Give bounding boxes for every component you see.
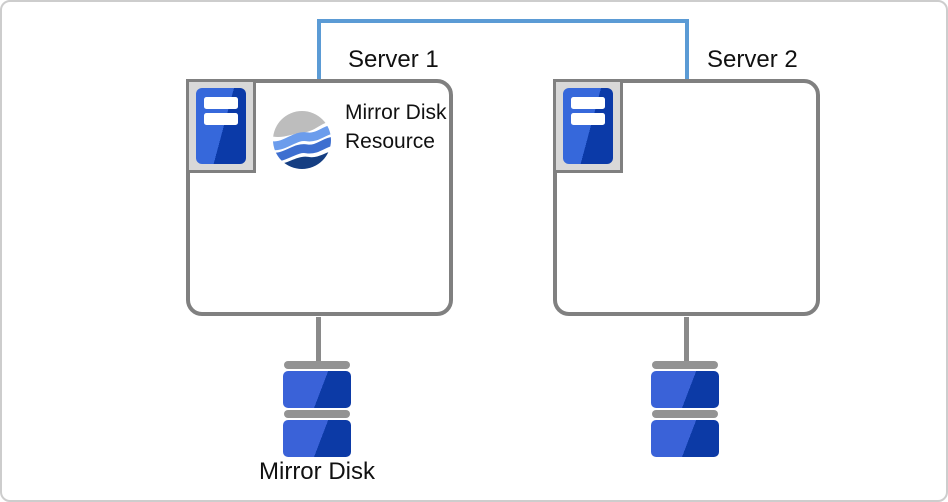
interconnect-line-horizontal bbox=[317, 19, 689, 23]
wave-sphere-icon bbox=[273, 111, 331, 169]
disk-platter bbox=[283, 371, 351, 408]
server-slot bbox=[204, 97, 238, 109]
server1-label: Server 1 bbox=[348, 46, 439, 73]
interconnect-line-server2 bbox=[685, 19, 689, 80]
mirror-disk-label: Mirror Disk bbox=[259, 458, 375, 485]
server-slot bbox=[204, 113, 238, 125]
disk-stack-icon-divider bbox=[652, 410, 718, 418]
server1-icon-frame bbox=[186, 79, 256, 173]
disk-stack-icon-divider bbox=[284, 410, 350, 418]
disk-platter bbox=[283, 420, 351, 457]
server-slot bbox=[571, 113, 605, 125]
disk-platter bbox=[651, 371, 719, 408]
server-slot bbox=[571, 97, 605, 109]
mirror-disk-resource-label: Mirror Disk Resource bbox=[345, 101, 447, 153]
disk-stack-icon-cap bbox=[652, 361, 718, 369]
interconnect-line-server1 bbox=[317, 19, 321, 80]
server-tower-icon bbox=[196, 88, 246, 164]
server2-icon-frame bbox=[553, 79, 623, 173]
disk-platter bbox=[651, 420, 719, 457]
server2-label: Server 2 bbox=[707, 46, 798, 73]
server2-disk-stem bbox=[684, 317, 689, 361]
server-tower-icon bbox=[563, 88, 613, 164]
disk-stack-icon-cap bbox=[284, 361, 350, 369]
server1-disk-stem bbox=[316, 317, 321, 361]
